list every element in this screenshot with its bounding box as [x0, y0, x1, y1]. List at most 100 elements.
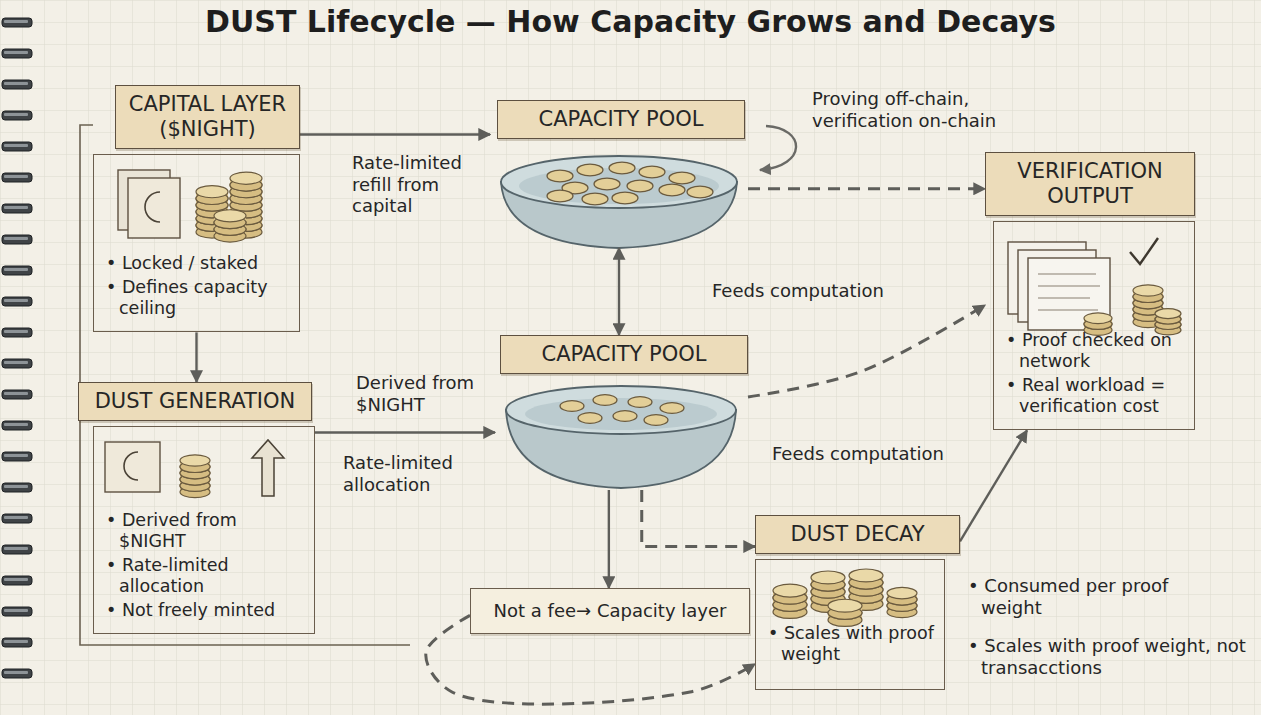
flow-label: Rate-limited allocation	[343, 452, 473, 495]
spiral-binding	[4, 206, 28, 209]
bullet-text: • Locked / staked	[106, 253, 289, 274]
spiral-binding	[2, 452, 32, 461]
coin-stacks	[577, 164, 603, 176]
dashed-arrow	[748, 305, 985, 397]
box-heading: CAPACITY POOL	[500, 335, 748, 374]
spiral-binding	[2, 483, 32, 492]
coin-stacks	[180, 455, 210, 466]
edge-label: Feeds computation	[712, 280, 902, 302]
box-heading: DUST GENERATION	[78, 382, 312, 421]
flow-arrow	[960, 430, 1027, 541]
box-heading: CAPITAL LAYER ($NIGHT)	[115, 85, 300, 149]
spiral-binding	[2, 359, 32, 368]
spiral-binding	[4, 113, 28, 116]
verification-output-box: VERIFICATION OUTPUT• Proof checked on ne…	[985, 152, 1195, 430]
spiral-binding	[4, 20, 28, 23]
moon-card	[124, 452, 138, 480]
note-box: Not a fee→ Capacity layer	[470, 588, 750, 634]
coin-stacks	[582, 193, 608, 205]
coin-stacks	[594, 178, 620, 190]
coin-stacks	[849, 569, 883, 582]
flow-label: Feeds computation	[772, 443, 962, 465]
bullet-text: • Proof checked on network	[1006, 330, 1184, 372]
spiral-binding	[2, 142, 32, 151]
capital-layer-box: CAPITAL LAYER ($NIGHT)• Locked / staked•…	[93, 85, 300, 332]
box-body: • Scales with proof weight	[755, 559, 945, 690]
spiral-binding	[4, 640, 28, 643]
coin-stacks	[811, 571, 845, 584]
bullet-text: • Not freely minted	[106, 600, 304, 621]
spiral-binding	[4, 578, 28, 581]
diagram-title: DUST Lifecycle — How Capacity Grows and …	[0, 4, 1261, 39]
coin-stacks	[659, 184, 685, 196]
bullet-text: • Rate-limited allocation	[106, 555, 304, 597]
box-body: • Proof checked on network• Real workloa…	[993, 221, 1195, 430]
spiral-binding	[2, 638, 32, 647]
spiral-binding	[2, 173, 32, 182]
spiral-binding	[2, 514, 32, 523]
moon-card	[145, 192, 160, 222]
spiral-binding	[4, 392, 28, 395]
spiral-binding	[4, 485, 28, 488]
edge-label: Proving off-chain, verification on-chain	[812, 88, 1032, 131]
flow-arrow	[300, 133, 490, 135]
box-body: • Locked / staked• Defines capacity ceil…	[93, 154, 300, 332]
spiral-binding	[2, 607, 32, 616]
coin-stacks	[1155, 309, 1181, 319]
spiral-binding	[2, 297, 32, 306]
spiral-binding	[4, 671, 28, 674]
spiral-binding	[4, 423, 28, 426]
dashed-arrow	[748, 187, 985, 190]
spiral-binding	[4, 299, 28, 302]
spiral-binding	[2, 80, 32, 89]
coin-stacks	[669, 172, 695, 184]
box-heading: DUST DECAY	[755, 515, 960, 554]
coin-stacks	[639, 166, 665, 178]
spiral-binding	[4, 237, 28, 240]
spiral-binding	[4, 516, 28, 519]
coin-stacks	[773, 584, 807, 597]
coin-stacks	[687, 186, 713, 198]
coin-stacks	[547, 190, 573, 202]
capacity-pool: CAPACITY POOL	[490, 100, 748, 248]
coin-stacks	[887, 587, 917, 598]
bullet-text: • Scales with proof weight	[768, 623, 934, 665]
coin-stacks	[613, 411, 637, 422]
coin-stacks	[547, 170, 573, 182]
coin-stacks	[644, 415, 668, 426]
spiral-binding	[2, 18, 32, 27]
spiral-binding	[4, 454, 28, 457]
spiral-binding	[4, 547, 28, 550]
spiral-binding	[4, 175, 28, 178]
pool-bowl	[506, 386, 736, 488]
spiral-binding	[2, 18, 32, 678]
spiral-binding	[4, 144, 28, 147]
coin-stacks	[196, 186, 228, 198]
spiral-binding	[2, 266, 32, 275]
coin-stacks	[660, 403, 684, 414]
edge-label: Derived from $NIGHT	[356, 372, 484, 415]
moon-card	[105, 442, 160, 492]
pool-bowl	[501, 156, 737, 208]
moon-card	[128, 178, 180, 238]
coin-stacks	[612, 192, 638, 204]
flow-arrow	[618, 248, 620, 335]
spiral-binding	[2, 49, 32, 58]
spiral-binding	[2, 204, 32, 213]
spiral-binding	[4, 268, 28, 271]
flow-arrow	[608, 490, 610, 588]
bullet-text: • Derived from $NIGHT	[106, 510, 304, 552]
coin-stacks	[593, 395, 617, 406]
capacity-pool: CAPACITY POOL	[495, 335, 748, 490]
spiral-binding	[2, 328, 32, 337]
edge-label: Rate-limited refill from capital	[352, 152, 480, 217]
spiral-binding	[2, 669, 32, 678]
document-stack	[1038, 274, 1100, 310]
spiral-binding	[4, 361, 28, 364]
coin-stacks	[560, 401, 584, 412]
coin-stacks	[627, 180, 653, 192]
moon-card	[105, 442, 160, 492]
